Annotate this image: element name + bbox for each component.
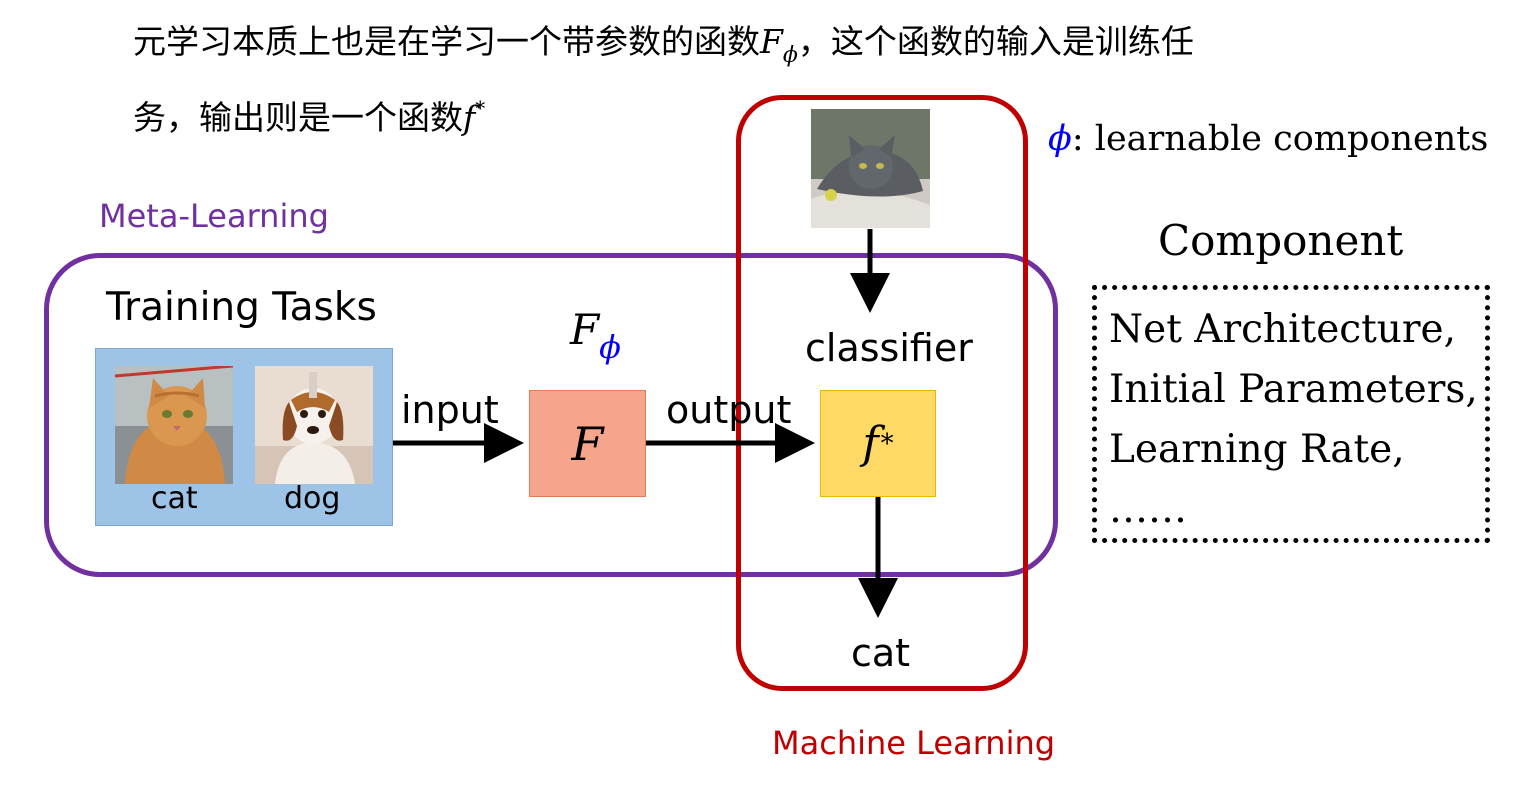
component-item: Net Architecture, xyxy=(1109,307,1457,352)
heading-line-2: 务，输出则是一个函数f* xyxy=(133,96,486,137)
heading-symbol-F: F xyxy=(760,22,783,61)
legend-learnable-components: ϕ: learnable components xyxy=(1048,119,1488,159)
input-label: input xyxy=(401,388,499,432)
training-tasks-title: Training Tasks xyxy=(106,285,377,330)
heading: 元学习本质上也是在学习一个带参数的函数Fϕ，这个函数的输入是训练任 务，输出则是… xyxy=(133,16,1383,144)
dog-caption: dog xyxy=(284,481,341,516)
learner-box: F xyxy=(529,390,646,497)
learned-function-superscript: * xyxy=(880,428,894,459)
meta-learning-label: Meta-Learning xyxy=(99,197,329,235)
learner-title: Fϕ xyxy=(570,305,621,366)
meta-learning-frame xyxy=(44,253,1058,577)
heading-subscript-phi: ϕ xyxy=(782,43,798,68)
component-item: …… xyxy=(1109,487,1187,532)
learner-box-symbol: F xyxy=(571,416,604,471)
component-item: Initial Parameters, xyxy=(1109,367,1478,412)
heading-symbol-f: f xyxy=(463,98,476,137)
machine-learning-frame xyxy=(736,95,1028,691)
learned-function-box: f* xyxy=(820,390,936,497)
heading-line-1: 元学习本质上也是在学习一个带参数的函数Fϕ，这个函数的输入是训练任 xyxy=(133,22,1194,68)
legend-text: : learnable components xyxy=(1071,119,1489,159)
component-title: Component xyxy=(1158,216,1404,265)
learner-title-subscript: ϕ xyxy=(599,328,621,366)
gray-cat-photo-icon xyxy=(811,109,930,228)
learned-function-symbol: f xyxy=(862,418,879,469)
training-tasks-panel: cat dog xyxy=(95,348,393,526)
component-list: Net Architecture, Initial Parameters, Le… xyxy=(1092,285,1490,543)
component-item: Learning Rate, xyxy=(1109,427,1405,472)
legend-phi-symbol: ϕ xyxy=(1048,119,1072,159)
result-label: cat xyxy=(851,631,911,675)
machine-learning-label: Machine Learning xyxy=(772,724,1056,762)
output-label: output xyxy=(666,388,792,432)
dog-photo-icon xyxy=(255,366,373,484)
cat-photo-icon xyxy=(115,366,233,484)
heading-superscript-star: * xyxy=(475,96,486,120)
classifier-label: classifier xyxy=(805,326,973,370)
learner-title-symbol: F xyxy=(570,305,600,354)
cat-caption: cat xyxy=(151,481,198,516)
